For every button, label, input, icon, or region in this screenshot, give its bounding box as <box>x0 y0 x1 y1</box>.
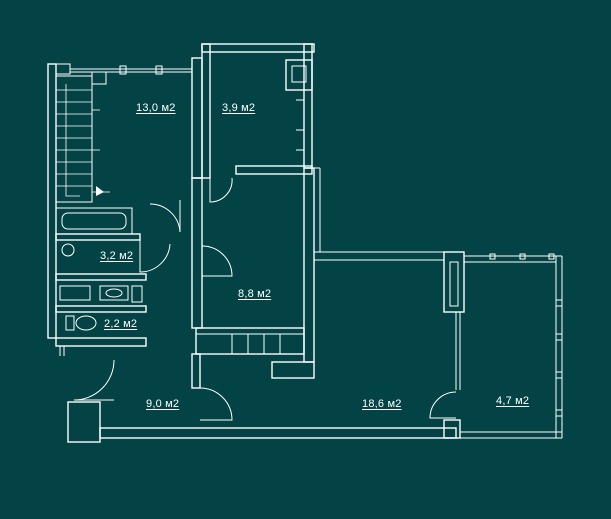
door-3-9 <box>209 177 233 203</box>
door-8-8 <box>201 245 233 277</box>
wall-segment <box>191 353 201 389</box>
toilet-icon <box>65 315 97 331</box>
kitchen-unit <box>195 327 305 355</box>
left-outer-wall <box>47 63 57 339</box>
door-9-0 <box>199 387 233 421</box>
window-mark <box>155 65 163 75</box>
room-label-8-8: 8,8 м2 <box>238 288 272 300</box>
room-label-4-7: 4,7 м2 <box>496 395 530 407</box>
room-label-3-2: 3,2 м2 <box>100 250 134 262</box>
room-label-9-0: 9,0 м2 <box>146 398 180 410</box>
room-label-18-6: 18,6 м2 <box>362 398 402 410</box>
bathtub <box>55 207 133 235</box>
wall-segment <box>91 71 107 85</box>
window-mark <box>119 65 127 75</box>
washing-machine <box>59 285 91 301</box>
door-bath <box>139 240 171 273</box>
column <box>443 251 465 313</box>
door-balcony <box>429 391 457 419</box>
column-inner <box>449 261 459 307</box>
wall-segment <box>271 361 315 379</box>
washbasin <box>99 285 143 303</box>
room-label-13: 13,0 м2 <box>136 102 176 114</box>
sink-icon <box>61 243 75 257</box>
bath-wall <box>55 273 147 281</box>
entrance-wall <box>67 401 101 443</box>
bottom-wall <box>99 427 457 439</box>
entrance-door <box>73 359 115 401</box>
staircase <box>55 75 110 203</box>
balcony <box>455 253 563 439</box>
central-wall <box>191 177 203 329</box>
wc-wall <box>55 305 147 313</box>
wall-segment <box>443 419 461 439</box>
central-right-wall <box>303 167 315 363</box>
wc-bottom-wall <box>55 337 147 347</box>
wall-segment <box>55 63 71 75</box>
room-label-2-2: 2,2 м2 <box>104 318 138 330</box>
door-corridor <box>149 200 181 233</box>
bath-wall <box>55 233 141 241</box>
room-label-3-9: 3,9 м2 <box>222 102 256 114</box>
